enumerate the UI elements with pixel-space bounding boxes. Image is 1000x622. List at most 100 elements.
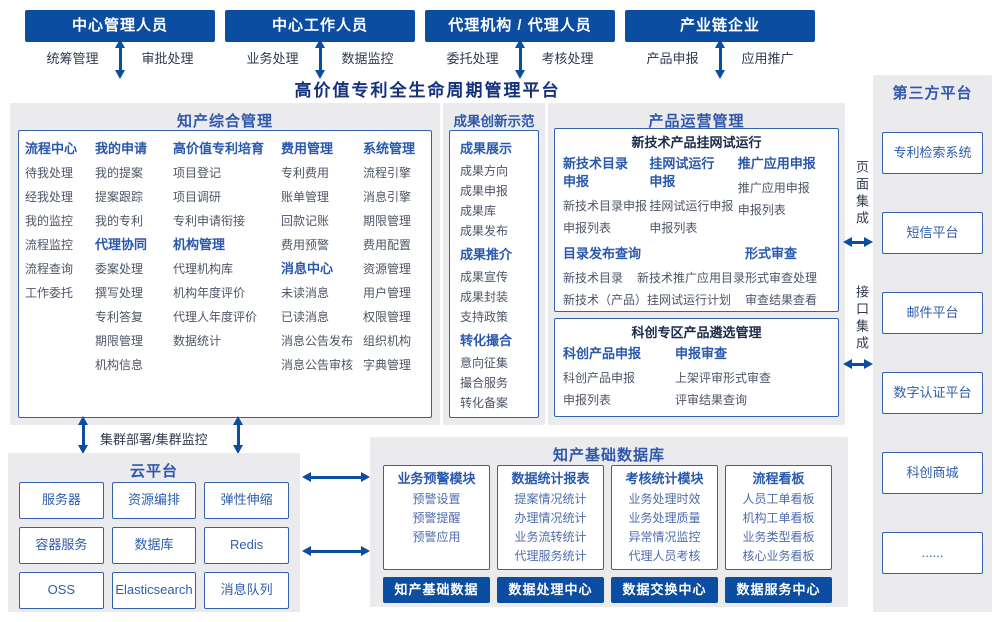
- third-party-box: 短信平台: [882, 212, 983, 254]
- horizontal-double-arrow-icon: [302, 472, 370, 482]
- menu-item: 科创产品申报: [563, 371, 636, 385]
- actor-role-right: 考核处理: [541, 51, 594, 66]
- menu-item: 办理情况统计: [514, 511, 587, 525]
- menu-item: 数据统计: [173, 334, 222, 348]
- menu-column: 流程中心 待我处理经我处理我的监控流程监控流程查询工作委托: [25, 137, 95, 411]
- group-header: 考核统计模块: [625, 471, 704, 486]
- menu-item: 上架评审形式审查: [675, 371, 772, 385]
- group-header: 流程中心: [25, 141, 78, 156]
- group-header: 挂网试运行申报: [649, 156, 715, 189]
- horizontal-double-arrow-icon: [843, 359, 873, 369]
- group-header: 费用管理: [281, 141, 334, 156]
- achievement-box: 成果展示 成果方向成果申报成果库成果发布 成果推介 成果宣传成果封装支持政策 转…: [449, 130, 539, 418]
- menu-group: 申报审查 上架评审形式审查评审结果查询: [675, 345, 825, 411]
- menu-item: 成果宣传: [460, 270, 509, 284]
- section-title: 知产综合管理: [176, 113, 273, 130]
- actor-role-right: 审批处理: [141, 51, 194, 66]
- trial-run-box: 新技术产品挂网试运行 新技术目录申报 新技术目录申报申报列表 挂网试运行申报 挂…: [554, 128, 839, 312]
- menu-item: 成果库: [460, 204, 497, 218]
- menu-item: 用户管理: [363, 286, 412, 300]
- menu-item: 撰写处理: [95, 286, 144, 300]
- actor-role-left: 产品申报: [646, 51, 699, 66]
- menu-item: 资源管理: [363, 262, 412, 276]
- menu-item: 代理服务统计: [514, 549, 587, 563]
- menu-item: 期限管理: [363, 214, 412, 228]
- actor-role-right: 数据监控: [341, 51, 394, 66]
- group-header: 申报审查: [675, 346, 728, 361]
- achievement-panel: 成果创新示范 成果展示 成果方向成果申报成果库成果发布 成果推介 成果宣传成果封…: [443, 103, 545, 425]
- menu-item: 未读消息: [281, 286, 330, 300]
- menu-item: 申报列表: [737, 203, 786, 217]
- group-header: 高价值专利培育: [173, 141, 265, 156]
- menu-item: 预警提醒: [412, 511, 461, 525]
- menu-group: 消息中心 未读消息已读消息消息公告发布消息公告审核: [281, 257, 363, 377]
- menu-item: 支持政策: [460, 310, 509, 324]
- menu-column: 高价值专利培育 项目登记项目调研专利申请衔接 机构管理 代理机构库机构年度评价代…: [173, 137, 281, 411]
- menu-item: 挂网试运行申报: [649, 199, 734, 213]
- menu-item: 成果封装: [460, 290, 509, 304]
- api-integration-label: 接口集成: [854, 285, 869, 353]
- cloud-service-box: Redis: [204, 527, 289, 564]
- data-modules: 业务预警模块 预警设置预警提醒预警应用 数据统计报表 提案情况统计办理情况统计业…: [383, 465, 832, 570]
- menu-item: 机构工单看板: [742, 511, 815, 525]
- group-header: 机构管理: [173, 237, 226, 252]
- menu-item: 成果发布: [460, 224, 509, 238]
- menu-item: 组织机构: [363, 334, 412, 348]
- menu-item: 机构信息: [95, 358, 144, 372]
- actor-roles: 委托处理 考核处理: [425, 39, 615, 79]
- menu-item: 消息公告审核: [281, 358, 354, 372]
- ip-management-box: 流程中心 待我处理经我处理我的监控流程监控流程查询工作委托 我的申请 我的提案提…: [18, 130, 432, 418]
- page-integration-label: 页面集成: [854, 160, 869, 228]
- group-header: 新技术目录申报: [563, 156, 629, 189]
- actor-box: 代理机构 / 代理人员: [425, 10, 615, 42]
- trial-run-groups: 新技术目录申报 新技术目录申报申报列表 挂网试运行申报 挂网试运行申报申报列表 …: [563, 155, 830, 239]
- menu-item: 回款记账: [281, 214, 330, 228]
- menu-item: 申报列表: [563, 393, 612, 407]
- group-header: 目录发布查询: [563, 246, 642, 261]
- cloud-service-box: 消息队列: [204, 572, 289, 609]
- group-header: 代理协同: [95, 237, 148, 252]
- menu-item: 专利答复: [95, 310, 144, 324]
- menu-item: 经我处理: [25, 190, 74, 204]
- formal-review-group: 形式审查 形式审查处理审查结果查看: [745, 245, 830, 311]
- section-title: 知产基础数据库: [552, 447, 665, 464]
- menu-item: 流程监控: [25, 238, 74, 252]
- product-operation-panel: 产品运营管理 新技术产品挂网试运行 新技术目录申报 新技术目录申报申报列表 挂网…: [548, 103, 845, 425]
- menu-item: 业务流转统计: [514, 530, 587, 544]
- third-party-box: 专利检索系统: [882, 132, 983, 174]
- ip-management-panel: 知产综合管理 流程中心 待我处理经我处理我的监控流程监控流程查询工作委托 我的申…: [10, 103, 440, 425]
- vertical-double-arrow-icon: [114, 39, 125, 79]
- data-module-box: 数据统计报表 提案情况统计办理情况统计业务流转统计代理服务统计: [497, 465, 604, 570]
- menu-item: 形式审查处理: [745, 271, 818, 285]
- actor-box: 产业链企业: [625, 10, 815, 42]
- cloud-service-box: 弹性伸缩: [204, 482, 289, 519]
- menu-item: 委案处理: [95, 262, 144, 276]
- data-center-box: 数据处理中心: [497, 577, 604, 603]
- menu-item: 业务处理质量: [628, 511, 701, 525]
- actor-box: 中心工作人员: [225, 10, 415, 42]
- menu-item: 审查结果查看: [745, 293, 818, 307]
- actor-group: 代理机构 / 代理人员 委托处理 考核处理: [425, 10, 615, 79]
- box-title: 新技术产品挂网试运行: [631, 135, 762, 150]
- menu-group: 科创产品申报 科创产品申报申报列表: [563, 345, 675, 411]
- menu-item: 流程查询: [25, 262, 74, 276]
- actor-group: 中心工作人员 业务处理 数据监控: [225, 10, 415, 79]
- horizontal-double-arrow-icon: [302, 546, 370, 556]
- group-header: 消息中心: [281, 261, 334, 276]
- sci-groups: 科创产品申报 科创产品申报申报列表 申报审查 上架评审形式审查评审结果查询: [563, 345, 830, 411]
- cloud-service-box: 服务器: [19, 482, 104, 519]
- group-header: 成果展示: [460, 141, 513, 156]
- menu-item: 成果方向: [460, 164, 509, 178]
- data-module-box: 考核统计模块 业务处理时效业务处理质量异常情况监控代理人员考核: [611, 465, 718, 570]
- cloud-service-box: 容器服务: [19, 527, 104, 564]
- menu-item: 消息引擎: [363, 190, 412, 204]
- actor-role-right: 应用推广: [741, 51, 794, 66]
- actor-role-left: 委托处理: [446, 51, 499, 66]
- platform-title: 高价值专利全生命周期管理平台: [294, 81, 561, 100]
- box-title: 科创专区产品遴选管理: [631, 325, 762, 340]
- actor-roles: 产品申报 应用推广: [625, 39, 815, 79]
- menu-item: 期限管理: [95, 334, 144, 348]
- menu-group: 费用管理 专利费用账单管理回款记账费用预警: [281, 137, 363, 257]
- data-center-box: 知产基础数据: [383, 577, 490, 603]
